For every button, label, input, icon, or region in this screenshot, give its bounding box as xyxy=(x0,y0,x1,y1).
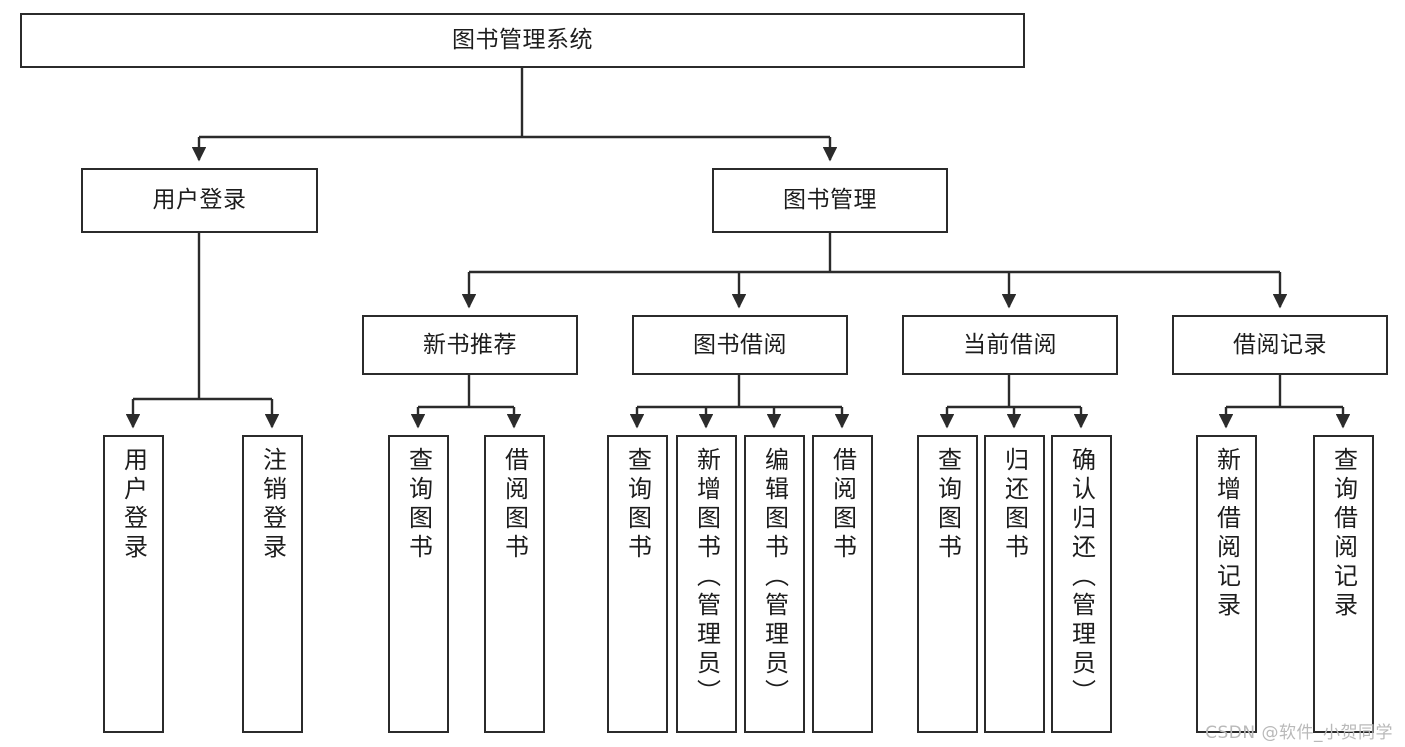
node-leaf-query-book-1[interactable]: 查询图书 xyxy=(388,435,449,733)
node-leaf-logout-login[interactable]: 注销登录 xyxy=(242,435,303,733)
node-leaf-confirm-return-label: 确认归还（管理员） xyxy=(1067,447,1096,708)
node-leaf-confirm-return[interactable]: 确认归还（管理员） xyxy=(1051,435,1112,733)
node-leaf-query-book-1-label: 查询图书 xyxy=(404,447,433,563)
node-leaf-add-record-label: 新增借阅记录 xyxy=(1212,447,1241,621)
node-borrow-record-label: 借阅记录 xyxy=(1233,331,1327,358)
node-leaf-return-book-label: 归还图书 xyxy=(1000,447,1029,563)
node-leaf-query-book-2-label: 查询图书 xyxy=(623,447,652,563)
node-leaf-add-book[interactable]: 新增图书（管理员） xyxy=(676,435,737,733)
node-leaf-borrow-book-1-label: 借阅图书 xyxy=(500,447,529,563)
node-book-manage-label: 图书管理 xyxy=(783,187,877,214)
node-leaf-query-book-2[interactable]: 查询图书 xyxy=(607,435,668,733)
node-new-book-recommend[interactable]: 新书推荐 xyxy=(362,315,578,375)
node-leaf-logout-login-label: 注销登录 xyxy=(258,447,287,563)
node-book-borrow-label: 图书借阅 xyxy=(693,331,787,358)
node-borrow-record[interactable]: 借阅记录 xyxy=(1172,315,1388,375)
node-leaf-add-record[interactable]: 新增借阅记录 xyxy=(1196,435,1257,733)
node-leaf-borrow-book-2-label: 借阅图书 xyxy=(828,447,857,563)
node-root[interactable]: 图书管理系统 xyxy=(20,13,1025,68)
node-leaf-edit-book-label: 编辑图书（管理员） xyxy=(760,447,789,708)
node-leaf-return-book[interactable]: 归还图书 xyxy=(984,435,1045,733)
node-leaf-add-book-label: 新增图书（管理员） xyxy=(692,447,721,708)
node-leaf-user-login-label: 用户登录 xyxy=(119,447,148,563)
node-current-borrow[interactable]: 当前借阅 xyxy=(902,315,1118,375)
node-leaf-query-book-3[interactable]: 查询图书 xyxy=(917,435,978,733)
node-leaf-borrow-book-2[interactable]: 借阅图书 xyxy=(812,435,873,733)
csdn-watermark: CSDN @软件_小贺同学 xyxy=(1205,723,1393,743)
node-user-login[interactable]: 用户登录 xyxy=(81,168,318,233)
node-leaf-query-record-label: 查询借阅记录 xyxy=(1329,447,1358,621)
node-root-label: 图书管理系统 xyxy=(452,27,593,54)
node-book-borrow[interactable]: 图书借阅 xyxy=(632,315,848,375)
node-leaf-borrow-book-1[interactable]: 借阅图书 xyxy=(484,435,545,733)
node-book-manage[interactable]: 图书管理 xyxy=(712,168,948,233)
node-user-login-label: 用户登录 xyxy=(152,187,247,214)
node-leaf-query-record[interactable]: 查询借阅记录 xyxy=(1313,435,1374,733)
node-leaf-query-book-3-label: 查询图书 xyxy=(933,447,962,563)
node-leaf-user-login[interactable]: 用户登录 xyxy=(103,435,164,733)
node-current-borrow-label: 当前借阅 xyxy=(963,331,1057,358)
node-new-book-recommend-label: 新书推荐 xyxy=(423,331,517,358)
node-leaf-edit-book[interactable]: 编辑图书（管理员） xyxy=(744,435,805,733)
